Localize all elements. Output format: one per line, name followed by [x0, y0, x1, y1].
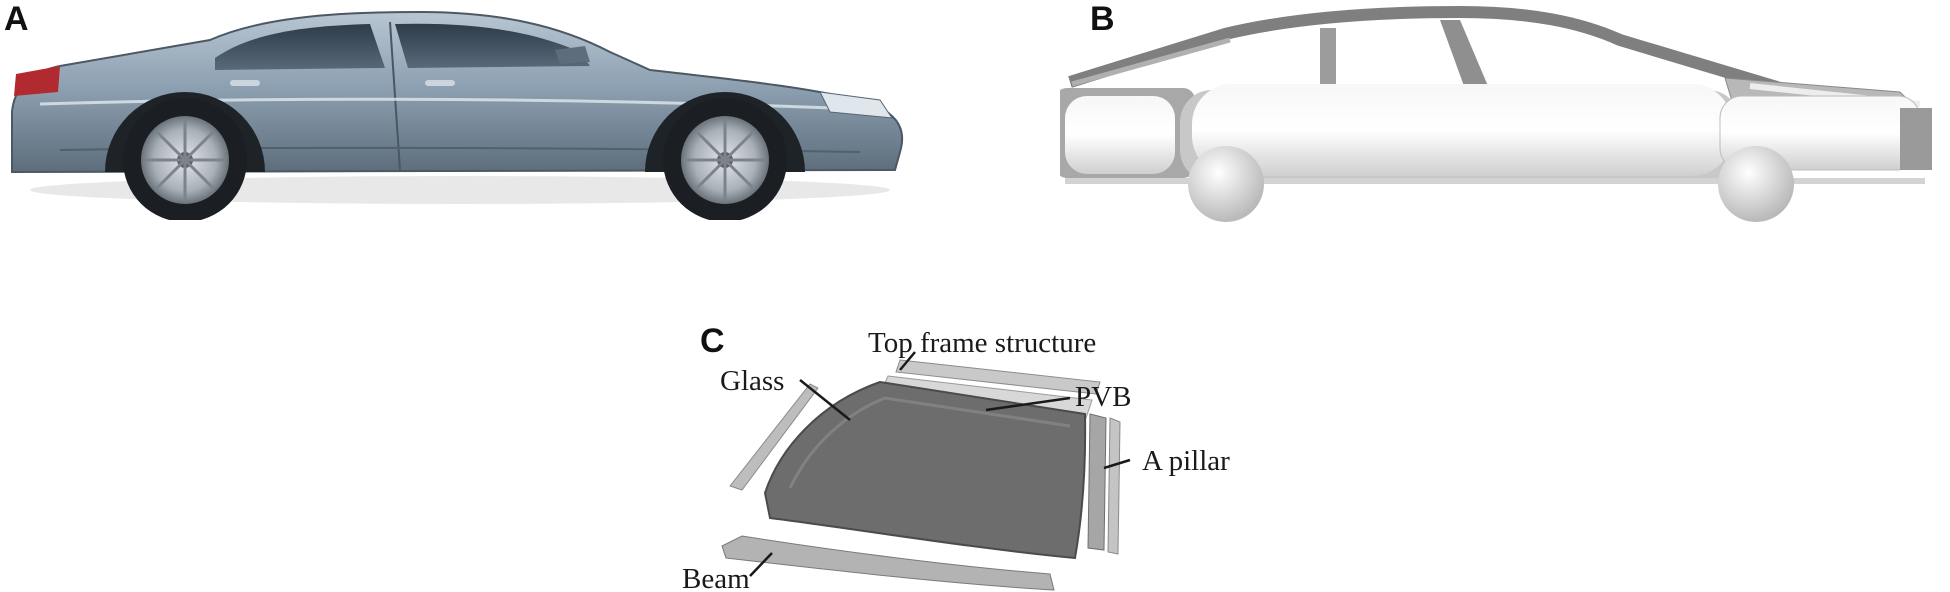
car-photo-illustration	[11, 10, 904, 220]
label-glass: Glass	[720, 365, 784, 397]
panel-letter-b: B	[1090, 0, 1115, 38]
windshield-assembly-panel: Top frame structure PVB Glass A pillar B…	[630, 318, 1330, 592]
panel-letter-c: C	[700, 322, 725, 360]
label-pvb: PVB	[1075, 381, 1131, 413]
label-beam: Beam	[682, 563, 750, 592]
windshield-assembly-diagram: Top frame structure PVB Glass A pillar B…	[682, 327, 1230, 592]
label-a-pillar: A pillar	[1142, 445, 1230, 477]
panel-letter-a: A	[4, 0, 29, 38]
label-top-frame-structure: Top frame structure	[868, 327, 1096, 359]
car-simplified-model-panel	[1060, 0, 1950, 240]
car-photo-panel	[0, 0, 920, 220]
car-simplified-model-illustration	[1060, 5, 1932, 222]
